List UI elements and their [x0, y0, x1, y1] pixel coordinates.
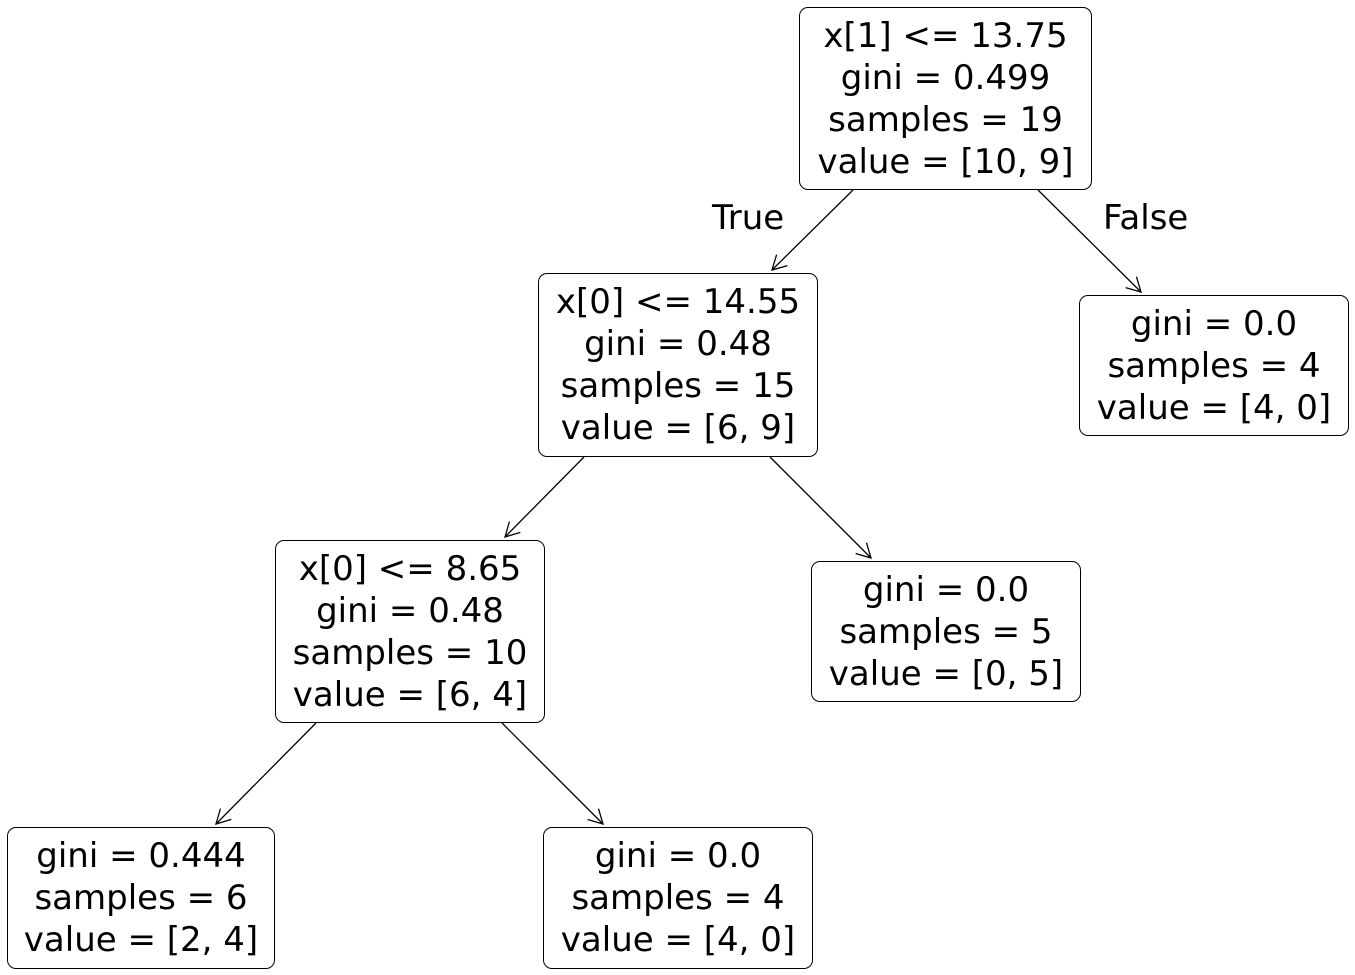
node-samples: samples = 6	[34, 878, 248, 918]
edge-label-false: False	[1103, 198, 1189, 238]
node-value: value = [4, 0]	[1096, 387, 1332, 428]
edge-ll-to-leaf-left	[215, 722, 317, 825]
edge-label-true: True	[712, 198, 785, 238]
node-gini: gini = 0.0	[862, 569, 1030, 610]
edge-root-to-right	[1037, 189, 1142, 293]
arrowhead	[587, 808, 604, 825]
node-split-condition: x[0] <= 14.55	[555, 282, 801, 322]
node-samples: samples = 19	[828, 99, 1063, 140]
arrowhead	[771, 254, 788, 271]
node-samples: samples = 4	[571, 878, 785, 918]
node-split-condition: x[1] <= 13.75	[823, 15, 1068, 56]
node-gini: gini = 0.0	[1130, 303, 1298, 344]
node-value: value = [0, 5]	[828, 653, 1064, 694]
arrowhead	[504, 521, 521, 538]
node-samples: samples = 15	[560, 366, 796, 406]
node-gini: gini = 0.48	[316, 590, 504, 631]
node-gini: gini = 0.48	[584, 324, 772, 364]
arrowhead	[215, 808, 232, 825]
node-samples: samples = 10	[292, 632, 528, 673]
tree-leaf-depth3-left: gini = 0.444 samples = 6 value = [2, 4]	[7, 827, 275, 969]
node-gini: gini = 0.0	[594, 836, 762, 876]
edge-ll-to-leaf-right	[501, 722, 604, 825]
arrowhead	[855, 542, 872, 559]
tree-node-root: x[1] <= 13.75 gini = 0.499 samples = 19 …	[799, 7, 1092, 190]
node-split-condition: x[0] <= 8.65	[298, 548, 522, 589]
node-value: value = [6, 4]	[292, 674, 528, 715]
tree-leaf-depth1-right: gini = 0.0 samples = 4 value = [4, 0]	[1079, 295, 1349, 436]
node-samples: samples = 4	[1107, 345, 1321, 386]
edge-root-to-left	[771, 189, 854, 271]
node-gini: gini = 0.444	[36, 836, 246, 876]
edge-left-to-left-left	[504, 456, 585, 538]
tree-leaf-depth2-right: gini = 0.0 samples = 5 value = [0, 5]	[811, 561, 1081, 702]
tree-node-depth1-left: x[0] <= 14.55 gini = 0.48 samples = 15 v…	[538, 273, 818, 457]
node-value: value = [10, 9]	[817, 141, 1074, 182]
tree-leaf-depth3-right: gini = 0.0 samples = 4 value = [4, 0]	[543, 827, 813, 969]
arrowhead	[1125, 276, 1142, 293]
node-value: value = [4, 0]	[560, 920, 796, 960]
node-value: value = [6, 9]	[560, 408, 796, 448]
node-value: value = [2, 4]	[23, 920, 259, 960]
tree-node-depth2-left: x[0] <= 8.65 gini = 0.48 samples = 10 va…	[275, 540, 545, 723]
edge-left-to-left-right	[769, 456, 872, 559]
node-gini: gini = 0.499	[840, 57, 1051, 98]
node-samples: samples = 5	[839, 611, 1053, 652]
